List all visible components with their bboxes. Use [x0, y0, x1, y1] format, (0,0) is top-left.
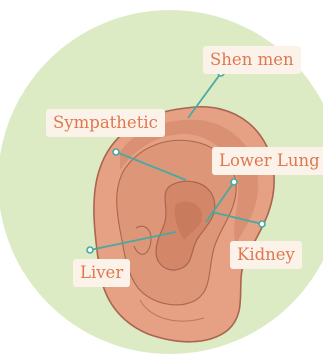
sympathetic-label: Sympathetic — [46, 109, 165, 137]
lower-lung-dot — [231, 179, 237, 185]
liver-label: Liver — [73, 259, 130, 287]
sympathetic-dot — [113, 149, 119, 155]
kidney-label: Kidney — [230, 241, 302, 269]
kidney-dot — [259, 221, 265, 227]
liver-dot — [87, 247, 93, 253]
shen-men-label: Shen men — [203, 46, 301, 74]
lower-lung-label: Lower Lung — [212, 147, 323, 175]
